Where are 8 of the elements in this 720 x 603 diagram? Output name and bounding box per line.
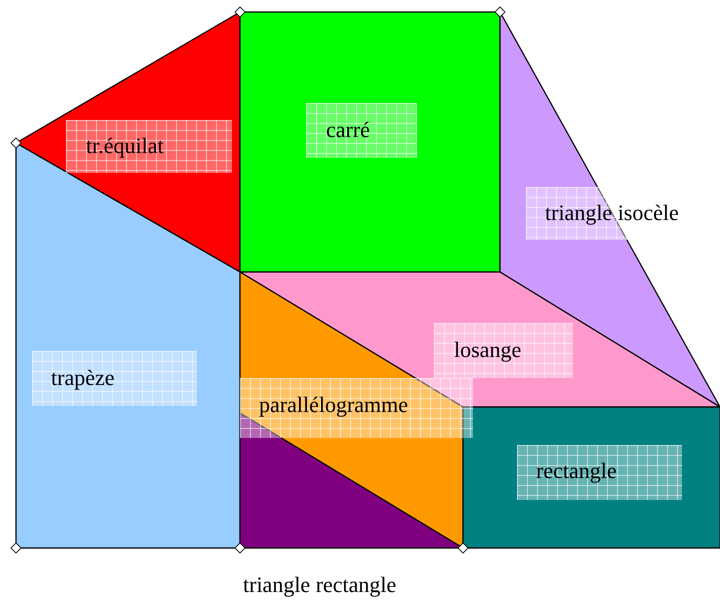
- shape-label: parallélogramme: [259, 392, 408, 418]
- shape-label: trapèze: [51, 365, 114, 391]
- shape-label: carré: [326, 117, 370, 143]
- shape-label: rectangle: [536, 458, 617, 484]
- shape-label: triangle rectangle: [243, 572, 396, 598]
- shape-label: triangle isocèle: [545, 200, 679, 226]
- shape-label: losange: [454, 337, 522, 363]
- shape-label: tr.équilat: [86, 133, 164, 159]
